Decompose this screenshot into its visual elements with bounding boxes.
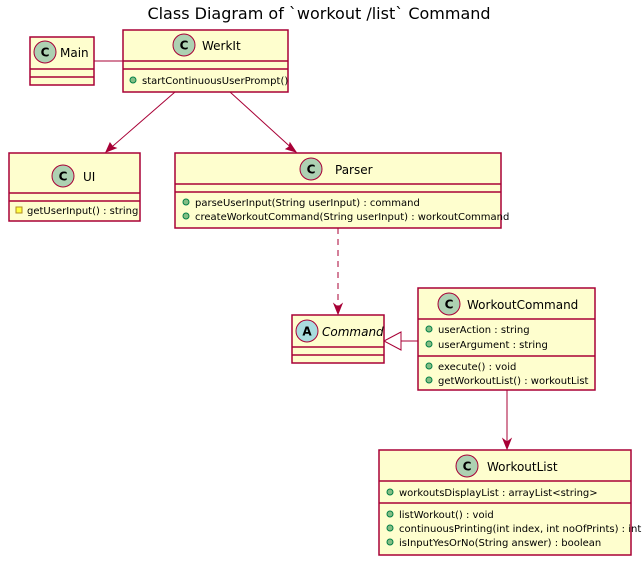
class-badge-icon — [455, 454, 479, 478]
protected-method-icon — [15, 206, 23, 214]
svg-text:C: C — [59, 170, 68, 184]
svg-text:C: C — [463, 460, 472, 474]
class-name: WerkIt — [202, 39, 241, 53]
svg-text:C: C — [307, 163, 316, 177]
edge-workoutcommand-command — [382, 331, 418, 351]
method-item: parseUserInput(String userInput) : comma… — [195, 198, 420, 209]
class-badge-icon — [33, 40, 57, 64]
class-ui[interactable]: C UI getUserInput() : string — [8, 152, 141, 222]
method-item: continuousPrinting(int index, int noOfPr… — [399, 524, 641, 535]
public-method-icon — [129, 76, 137, 84]
abstract-badge-icon — [295, 319, 319, 343]
method-item: startContinuousUserPrompt() — [142, 76, 288, 87]
public-method-icon — [386, 538, 394, 546]
field-item: workoutsDisplayList : arrayList<string> — [399, 488, 598, 499]
svg-text:C: C — [445, 298, 454, 312]
method-item: isInputYesOrNo(String answer) : boolean — [399, 538, 601, 549]
class-name: WorkoutList — [487, 460, 558, 474]
public-method-icon — [425, 376, 433, 384]
class-parser[interactable]: C Parser parseUserInput(String userInput… — [174, 152, 509, 229]
field-item: userArgument : string — [438, 340, 548, 351]
svg-text:C: C — [41, 46, 50, 60]
class-badge-icon — [51, 164, 75, 188]
class-workoutcommand[interactable]: C WorkoutCommand userAction : string use… — [417, 287, 596, 391]
public-method-icon — [425, 362, 433, 370]
edge-parser-command — [332, 228, 344, 316]
field-item: userAction : string — [438, 325, 530, 336]
class-badge-icon — [299, 157, 323, 181]
method-item: getWorkoutList() : workoutList — [438, 376, 589, 387]
method-item: createWorkoutCommand(String userInput) :… — [195, 212, 509, 223]
edge-werkit-ui — [105, 91, 176, 153]
public-field-icon — [386, 488, 394, 496]
class-name: Main — [60, 46, 89, 60]
class-main[interactable]: C Main — [29, 36, 95, 86]
method-item: execute() : void — [438, 362, 516, 373]
class-workoutlist[interactable]: C WorkoutList workoutsDisplayList : arra… — [378, 449, 641, 556]
class-badge-icon — [437, 292, 461, 316]
public-method-icon — [386, 524, 394, 532]
public-method-icon — [386, 510, 394, 518]
class-badge-icon — [172, 33, 196, 57]
class-command[interactable]: A Command — [291, 314, 385, 364]
public-field-icon — [425, 340, 433, 348]
class-werkit[interactable]: C WerkIt startContinuousUserPrompt() — [122, 29, 289, 93]
class-name: UI — [83, 170, 95, 184]
svg-text:A: A — [302, 325, 312, 339]
public-field-icon — [425, 325, 433, 333]
public-method-icon — [182, 198, 190, 206]
svg-text:C: C — [180, 39, 189, 53]
edge-workoutcommand-workoutlist — [501, 390, 513, 451]
method-item: listWorkout() : void — [399, 510, 494, 521]
diagram-title: Class Diagram of `workout /list` Command — [147, 4, 490, 23]
class-name: Command — [322, 325, 384, 339]
class-name: WorkoutCommand — [467, 298, 578, 312]
public-method-icon — [182, 212, 190, 220]
method-item: getUserInput() : string — [27, 206, 138, 217]
edge-werkit-parser — [229, 91, 298, 153]
class-name: Parser — [335, 163, 373, 177]
